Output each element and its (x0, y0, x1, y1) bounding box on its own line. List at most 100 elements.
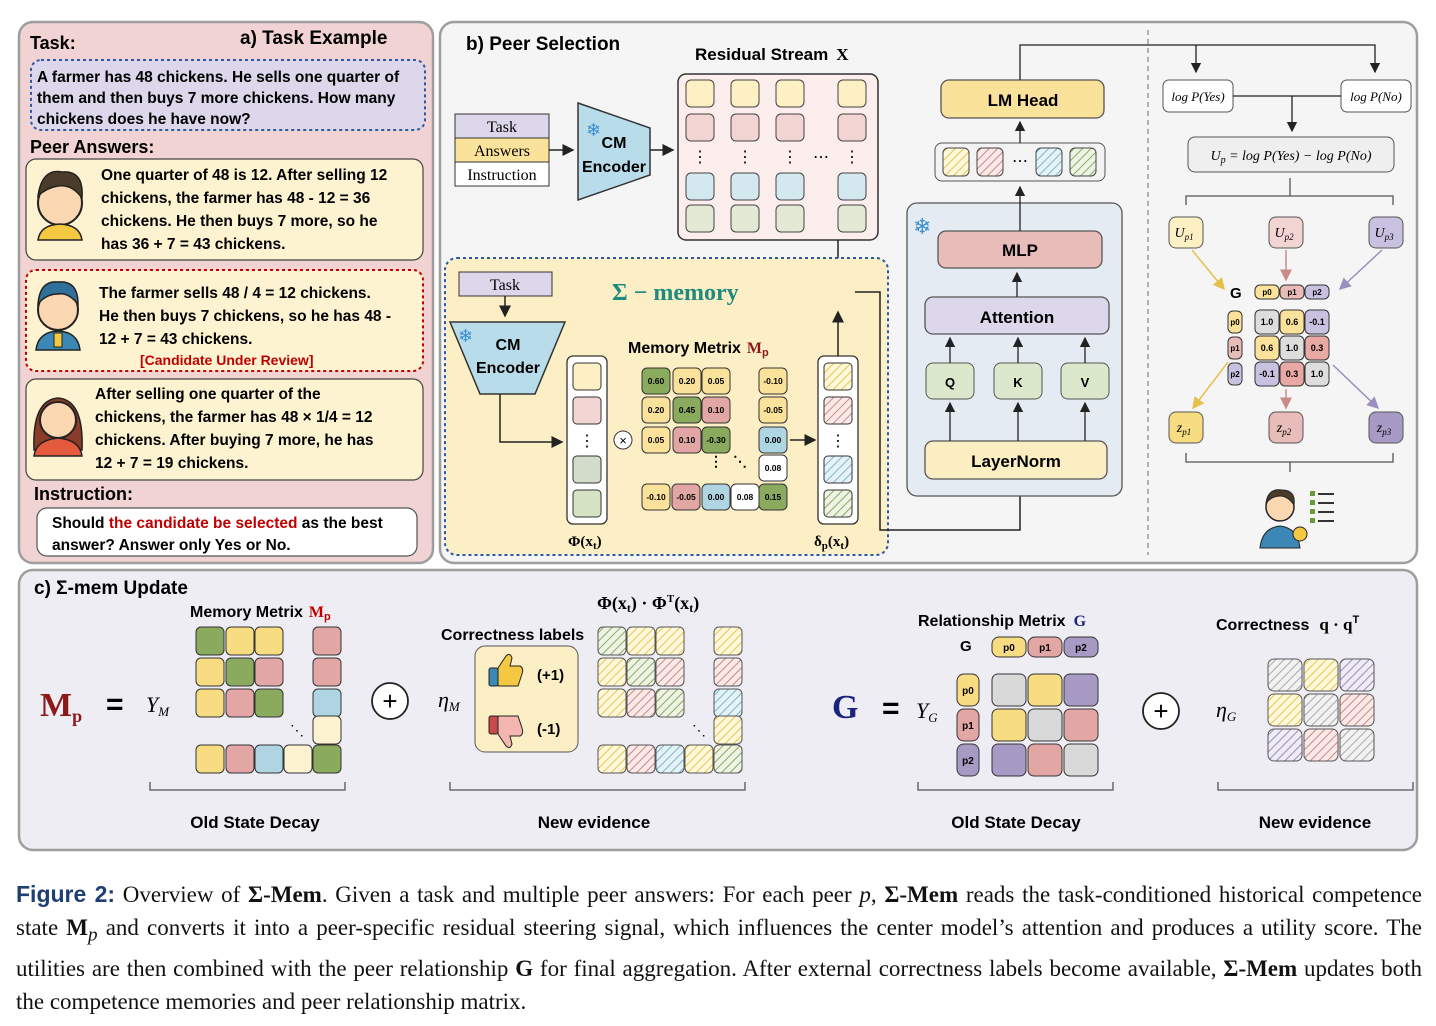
peer-tag (1254, 284, 1280, 300)
panel-c-title: c) Σ-mem Update (34, 578, 188, 599)
correctness-labels-title: Correctness labels (441, 627, 584, 644)
residual-cell (730, 79, 760, 108)
lm-head-box (940, 79, 1105, 119)
svg-text:=: = (882, 692, 900, 725)
peer-tag (956, 673, 980, 707)
cm-encoder-top: ❄ CM Encoder (577, 101, 651, 202)
memory-cell (671, 483, 701, 511)
g-value: 1.0 (1261, 317, 1274, 327)
memory-cell (701, 396, 731, 424)
memory-value: 0.20 (679, 376, 696, 386)
answer-line: One quarter of 48 is 12. After selling 1… (101, 167, 387, 184)
qq-cell (1303, 658, 1339, 692)
instruction-text-line1: Should the candidate be selected as the … (52, 515, 383, 532)
old-state-decay-g: Old State Decay (951, 813, 1081, 832)
answer-line: The farmer sells 48 / 4 = 12 chickens. (99, 285, 371, 302)
g-cell (1254, 309, 1280, 335)
memory-cell (701, 483, 731, 511)
memory-value: 0.08 (737, 492, 754, 502)
svg-text:MLP: MLP (1002, 241, 1038, 260)
answer-line: 12 + 7 = 19 chickens. (95, 455, 248, 472)
task-line: A farmer has 48 chickens. He sells one q… (37, 69, 400, 86)
task-line: chickens does he have now? (37, 111, 251, 128)
ellipsis: ⋮ (737, 149, 753, 166)
answer-line: 12 + 7 = 43 chickens. (99, 331, 252, 348)
peer-answer-2-candidate: The farmer sells 48 / 4 = 12 chickens. He… (99, 285, 391, 348)
memory-value: 0.05 (708, 376, 725, 386)
residual-cell (775, 204, 805, 233)
g-cell (1279, 335, 1305, 361)
outer-cell (626, 744, 656, 774)
caption-label: Figure 2: (16, 881, 116, 907)
svg-text:+: + (1153, 696, 1168, 726)
minus-one-label: (-1) (537, 721, 560, 738)
peer-tag-label: p0 (1230, 318, 1240, 327)
memory-cell (701, 367, 731, 395)
g-cell (991, 708, 1027, 742)
qq-cell (1339, 728, 1375, 762)
sigma-memory-title: Σ − memory (612, 280, 739, 306)
peer-answer-1: One quarter of 48 is 12. After selling 1… (101, 167, 387, 253)
memory-value: 0.45 (679, 405, 696, 415)
svg-text:=: = (106, 688, 124, 721)
svg-text:log P(No): log P(No) (1350, 89, 1402, 104)
peer-tag-label: p0 (1262, 288, 1272, 297)
g-symbol: G (832, 689, 858, 726)
g-cell (1027, 708, 1063, 742)
upsilon-m: ΥM (146, 692, 170, 719)
thumbs-down-icon (488, 715, 524, 749)
outer-cell (626, 688, 656, 718)
new-evidence-matrix-m: ⋱ (597, 626, 743, 774)
peer-tag (1304, 284, 1330, 300)
memory-cell (758, 396, 788, 424)
answer-line: He then buys 7 chickens, so he has 48 - (99, 308, 391, 325)
residual-cell (730, 172, 760, 201)
overview-diagram: Task: a) Task Example A farmer has 48 ch… (17, 20, 1419, 852)
qq-cell (1303, 728, 1339, 762)
g-label-c: G (960, 638, 972, 655)
residual-cell (775, 79, 805, 108)
k-label: K (1013, 375, 1023, 390)
outer-cell (597, 688, 627, 718)
ellipsis: ⋮ (709, 453, 723, 469)
peer-avatar-2 (35, 281, 81, 351)
z-node (1168, 411, 1204, 444)
peer-tag (1279, 284, 1305, 300)
g-label: G (1230, 285, 1242, 302)
memory-cell (758, 454, 788, 482)
answer-line: chickens. He then buys 7 more, so he (101, 213, 378, 230)
memory-cell (225, 626, 255, 656)
g-cell (1254, 361, 1280, 387)
residual-cell (730, 204, 760, 233)
memory-cell (312, 744, 342, 774)
g-value: 1.0 (1286, 343, 1299, 353)
g-value: 0.3 (1286, 369, 1299, 379)
outer-cell (626, 657, 656, 687)
peer-tag (1063, 636, 1099, 658)
m-symbol: Mp (40, 687, 82, 726)
outer-cell (713, 744, 743, 774)
memory-value: -0.10 (646, 492, 666, 502)
qq-cell (1339, 658, 1375, 692)
delta-label: δp(xt) (814, 534, 849, 552)
ellipsis: ⋮ (844, 149, 860, 166)
peer-tag (956, 708, 980, 742)
residual-cell (685, 204, 715, 233)
g-value: 0.6 (1261, 343, 1274, 353)
memory-value: 0.00 (765, 435, 782, 445)
memory-cell (641, 483, 671, 511)
answer-line: chickens. After buying 7 more, he has (95, 432, 374, 449)
utility-node (1168, 216, 1204, 249)
g-cell (1063, 708, 1099, 742)
new-evidence-matrix-g (1267, 658, 1375, 762)
residual-cell (685, 79, 715, 108)
eta-g: ηG (1216, 697, 1237, 724)
z-node (1368, 411, 1404, 444)
outer-cell (655, 744, 685, 774)
figure-caption: Figure 2: Overview of Σ-Mem. Given a tas… (16, 881, 1423, 1014)
peer-avatar-3 (33, 397, 83, 457)
